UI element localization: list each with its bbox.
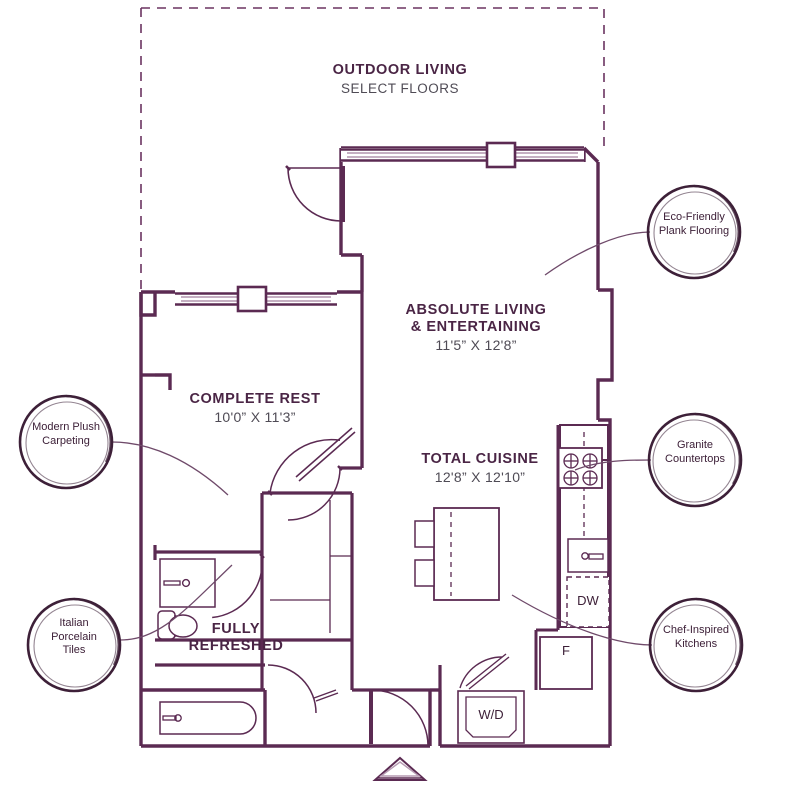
closet-shelving — [270, 500, 352, 633]
entry-direction-marker — [372, 756, 428, 781]
badge-ring-granite-countertops — [647, 412, 743, 508]
closet-door-swing — [267, 427, 356, 496]
bathroom-door-swing — [212, 553, 265, 619]
linen-door-swing — [267, 664, 339, 714]
kitchen-sink — [567, 538, 609, 573]
interior-walls — [153, 292, 442, 692]
badge-ring-chef-kitchens — [648, 597, 744, 693]
exterior-walls — [139, 146, 614, 748]
window-bedroom-top — [175, 285, 337, 313]
bedroom-wall-jog — [139, 292, 172, 390]
kitchen-dishwasher — [566, 576, 610, 628]
bedroom-door-swing — [287, 465, 343, 521]
badge-ring-porcelain-tiles — [26, 597, 122, 693]
patio-door-swing — [285, 165, 342, 222]
entry-door-swing — [369, 689, 429, 747]
bathroom-vanity — [159, 558, 216, 608]
kitchen-wall-edge — [534, 425, 560, 690]
washer-dryer-door-swing — [459, 653, 510, 690]
washer-dryer-closet — [457, 690, 525, 744]
window-living-top — [341, 141, 584, 169]
badge-ring-eco-flooring — [646, 184, 742, 280]
patio-door-panel — [341, 166, 345, 222]
bathroom-bathtub — [159, 701, 257, 735]
dining-chairs — [414, 520, 435, 587]
dining-table — [433, 507, 500, 601]
badge-ring-plush-carpeting — [18, 394, 114, 490]
kitchen-refrigerator — [539, 636, 593, 690]
leader-lines — [111, 231, 653, 646]
